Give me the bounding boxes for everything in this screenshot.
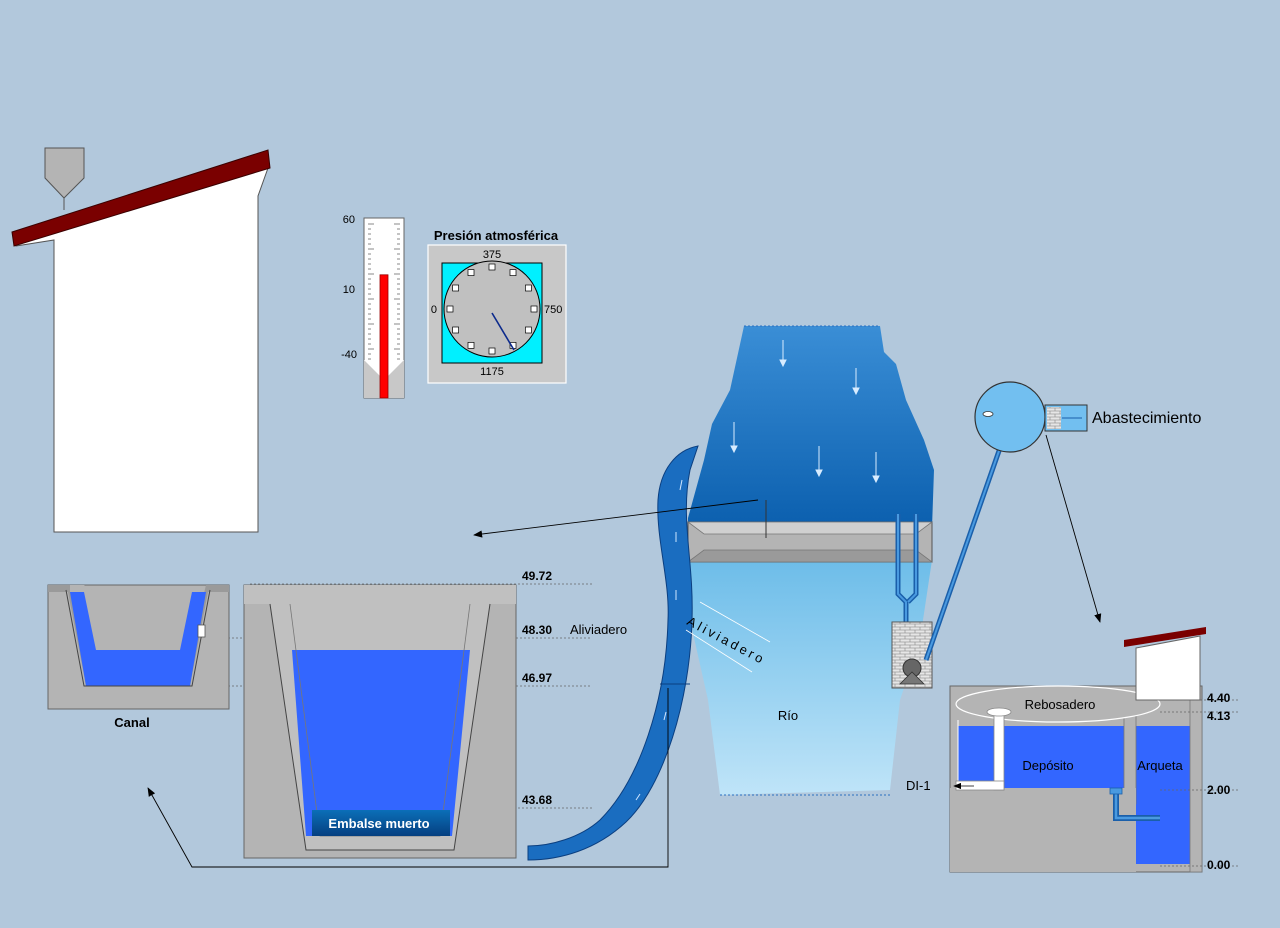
pressure-label-right: 750: [544, 304, 562, 316]
embalse-label-box: [312, 810, 450, 836]
pump-icon: [899, 658, 925, 685]
dial-mark: [488, 263, 496, 271]
spillway-channel: [527, 445, 699, 861]
pressure-title: Presión atmosférica: [434, 228, 559, 243]
deposito-label: Depósito: [1022, 758, 1073, 773]
rebosadero-label: Rebosadero: [1025, 697, 1096, 712]
level-label: 49.72: [522, 569, 552, 583]
dial-mark: [525, 284, 532, 292]
pressure-dial: [443, 260, 541, 358]
river-label: Río: [778, 708, 798, 723]
thermometer-tick-label: 10: [343, 284, 355, 296]
pressure-label-bottom: 1175: [480, 366, 504, 378]
tank-level-labels: 4.40 4.13 2.00 0.00: [1207, 691, 1231, 872]
dial-mark: [467, 342, 475, 349]
dial-mark: [488, 347, 496, 355]
di1-label: DI-1: [906, 778, 931, 793]
level-label: 48.30: [522, 623, 552, 637]
canal-water: [70, 592, 206, 686]
connector-arrows: [147, 434, 1102, 868]
tank-level-label: 4.40: [1207, 691, 1231, 705]
embalse: Embalse muerto: [243, 584, 517, 859]
tank-level-label: 0.00: [1207, 858, 1231, 872]
thermometer-scale: [368, 223, 400, 360]
upper-reservoir: [688, 326, 934, 528]
dial-mark: [509, 269, 517, 276]
thermometer-tick-label: 60: [343, 214, 355, 226]
spillway-flow-arrows: [635, 479, 683, 801]
reservoir-flow-arrows: [730, 340, 880, 484]
dial-mark: [525, 326, 532, 334]
building-roof: [11, 149, 271, 247]
rain-gauge-icon: [44, 147, 85, 210]
dam-reservoir: Aliviadero Río: [527, 325, 934, 861]
dial-mark: [467, 269, 475, 276]
pressure-label-top: 375: [483, 249, 501, 261]
canal-gate-icon: [197, 624, 206, 638]
level-label: 46.97: [522, 671, 552, 685]
supply-system: Abastecimiento: [923, 381, 1201, 661]
level-labels: 49.72 48.30 Aliviadero 46.97 43.68: [522, 569, 627, 807]
tank-level-label: 2.00: [1207, 783, 1231, 797]
arqueta-house: [1135, 635, 1201, 701]
arqueta-roof: [1124, 627, 1206, 647]
embalse-water: [292, 650, 470, 836]
embalse-muerto-label: Embalse muerto: [328, 816, 429, 831]
pressure-gauge: Presión atmosférica 375 0 750 1175: [427, 228, 567, 384]
supply-label: Abastecimiento: [1092, 410, 1201, 427]
canal-label: Canal: [114, 715, 149, 730]
thermometer-mercury: [379, 274, 389, 399]
thermometer: 60 10 -40: [341, 214, 405, 399]
tank-level-label: 4.13: [1207, 709, 1231, 723]
level-label: 43.68: [522, 793, 552, 807]
river-area: [688, 560, 932, 795]
pressure-label-left: 0: [431, 304, 437, 316]
arqueta-label: Arqueta: [1137, 758, 1183, 773]
pressure-needle: [491, 312, 515, 351]
deposito-tank: Rebosadero Depósito Arqueta DI-1: [906, 627, 1206, 873]
supply-tank-icon: [974, 381, 1046, 453]
arqueta-water: [1136, 726, 1190, 864]
building: [11, 147, 271, 533]
thermometer-tick-label: -40: [341, 349, 357, 361]
dial-mark: [530, 305, 538, 313]
pressure-dial-marks: [446, 263, 538, 355]
aliviadero-label: Aliviadero: [570, 622, 627, 637]
dial-mark: [452, 326, 459, 334]
dial-mark: [452, 284, 459, 292]
canal: Canal: [47, 584, 230, 730]
tank-level-guides: [1160, 699, 1240, 867]
dial-mark: [446, 305, 454, 313]
